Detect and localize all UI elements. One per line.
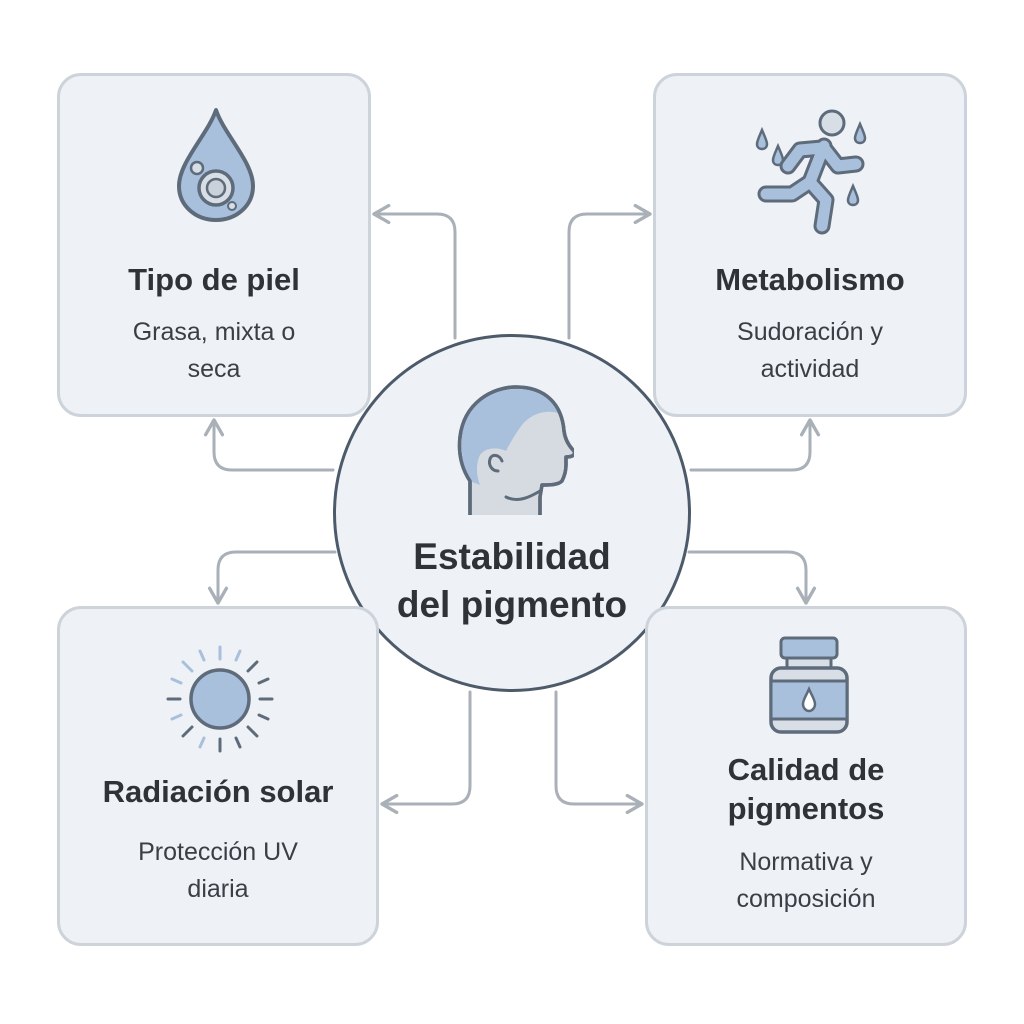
connector-to-tipo-de-piel-lower — [203, 418, 335, 472]
factor-description: Protección UV diaria — [60, 834, 376, 908]
connector-to-radiacion-solar-upper — [207, 550, 337, 605]
factor-title: Metabolismo — [656, 260, 964, 299]
factor-card-metabolismo: Metabolismo Sudoración y actividad — [653, 73, 967, 417]
factor-description-line: seca — [187, 355, 241, 383]
connector-to-tipo-de-piel-upper — [372, 203, 457, 340]
factor-card-radiacion-solar: Radiación solar Protección UV diaria — [57, 606, 379, 946]
factor-description-line: composición — [736, 885, 876, 913]
factor-description: Grasa, mixta o seca — [60, 314, 368, 388]
head-profile-icon — [454, 385, 577, 517]
center-node-estabilidad-del-pigmento: Estabilidad del pigmento — [333, 334, 691, 692]
factor-description-line: Protección UV — [138, 838, 298, 866]
factor-title: Tipo de piel — [60, 260, 368, 299]
connector-to-radiacion-solar-lower — [380, 690, 472, 815]
factor-title-line: Calidad de — [727, 752, 885, 787]
factor-description: Sudoración y actividad — [656, 314, 964, 388]
factor-card-tipo-de-piel: Tipo de piel Grasa, mixta o seca — [57, 73, 371, 417]
connector-to-calidad-de-pigmentos-lower — [554, 690, 644, 815]
running-person-sweat-icon — [754, 106, 874, 236]
factor-title: Radiación solar — [60, 772, 376, 811]
factor-description-line: Sudoración y — [737, 318, 883, 346]
factor-description-line: diaria — [187, 875, 249, 903]
connector-to-metabolismo-upper — [567, 203, 652, 340]
ink-bottle-icon — [767, 635, 851, 735]
factor-title-line: pigmentos — [727, 791, 885, 826]
factor-title: Calidad de pigmentos — [648, 750, 964, 828]
center-title-line: del pigmento — [396, 584, 628, 625]
connector-to-calidad-de-pigmentos-upper — [687, 550, 817, 605]
center-title: Estabilidad del pigmento — [336, 533, 688, 629]
center-title-line: Estabilidad — [413, 536, 611, 577]
factor-title-line: Radiación solar — [102, 774, 334, 809]
factor-description-line: Normativa y — [739, 848, 873, 876]
factor-description-line: Grasa, mixta o — [132, 318, 296, 346]
factor-title-line: Metabolismo — [715, 262, 905, 297]
connector-to-metabolismo-lower — [689, 418, 821, 472]
sun-icon — [164, 643, 276, 755]
factor-description: Normativa y composición — [648, 844, 964, 918]
water-drop-icon — [173, 106, 259, 224]
factor-card-calidad-de-pigmentos: Calidad de pigmentos Normativa y composi… — [645, 606, 967, 946]
factor-description-line: actividad — [760, 355, 860, 383]
factor-title-line: Tipo de piel — [128, 262, 300, 297]
